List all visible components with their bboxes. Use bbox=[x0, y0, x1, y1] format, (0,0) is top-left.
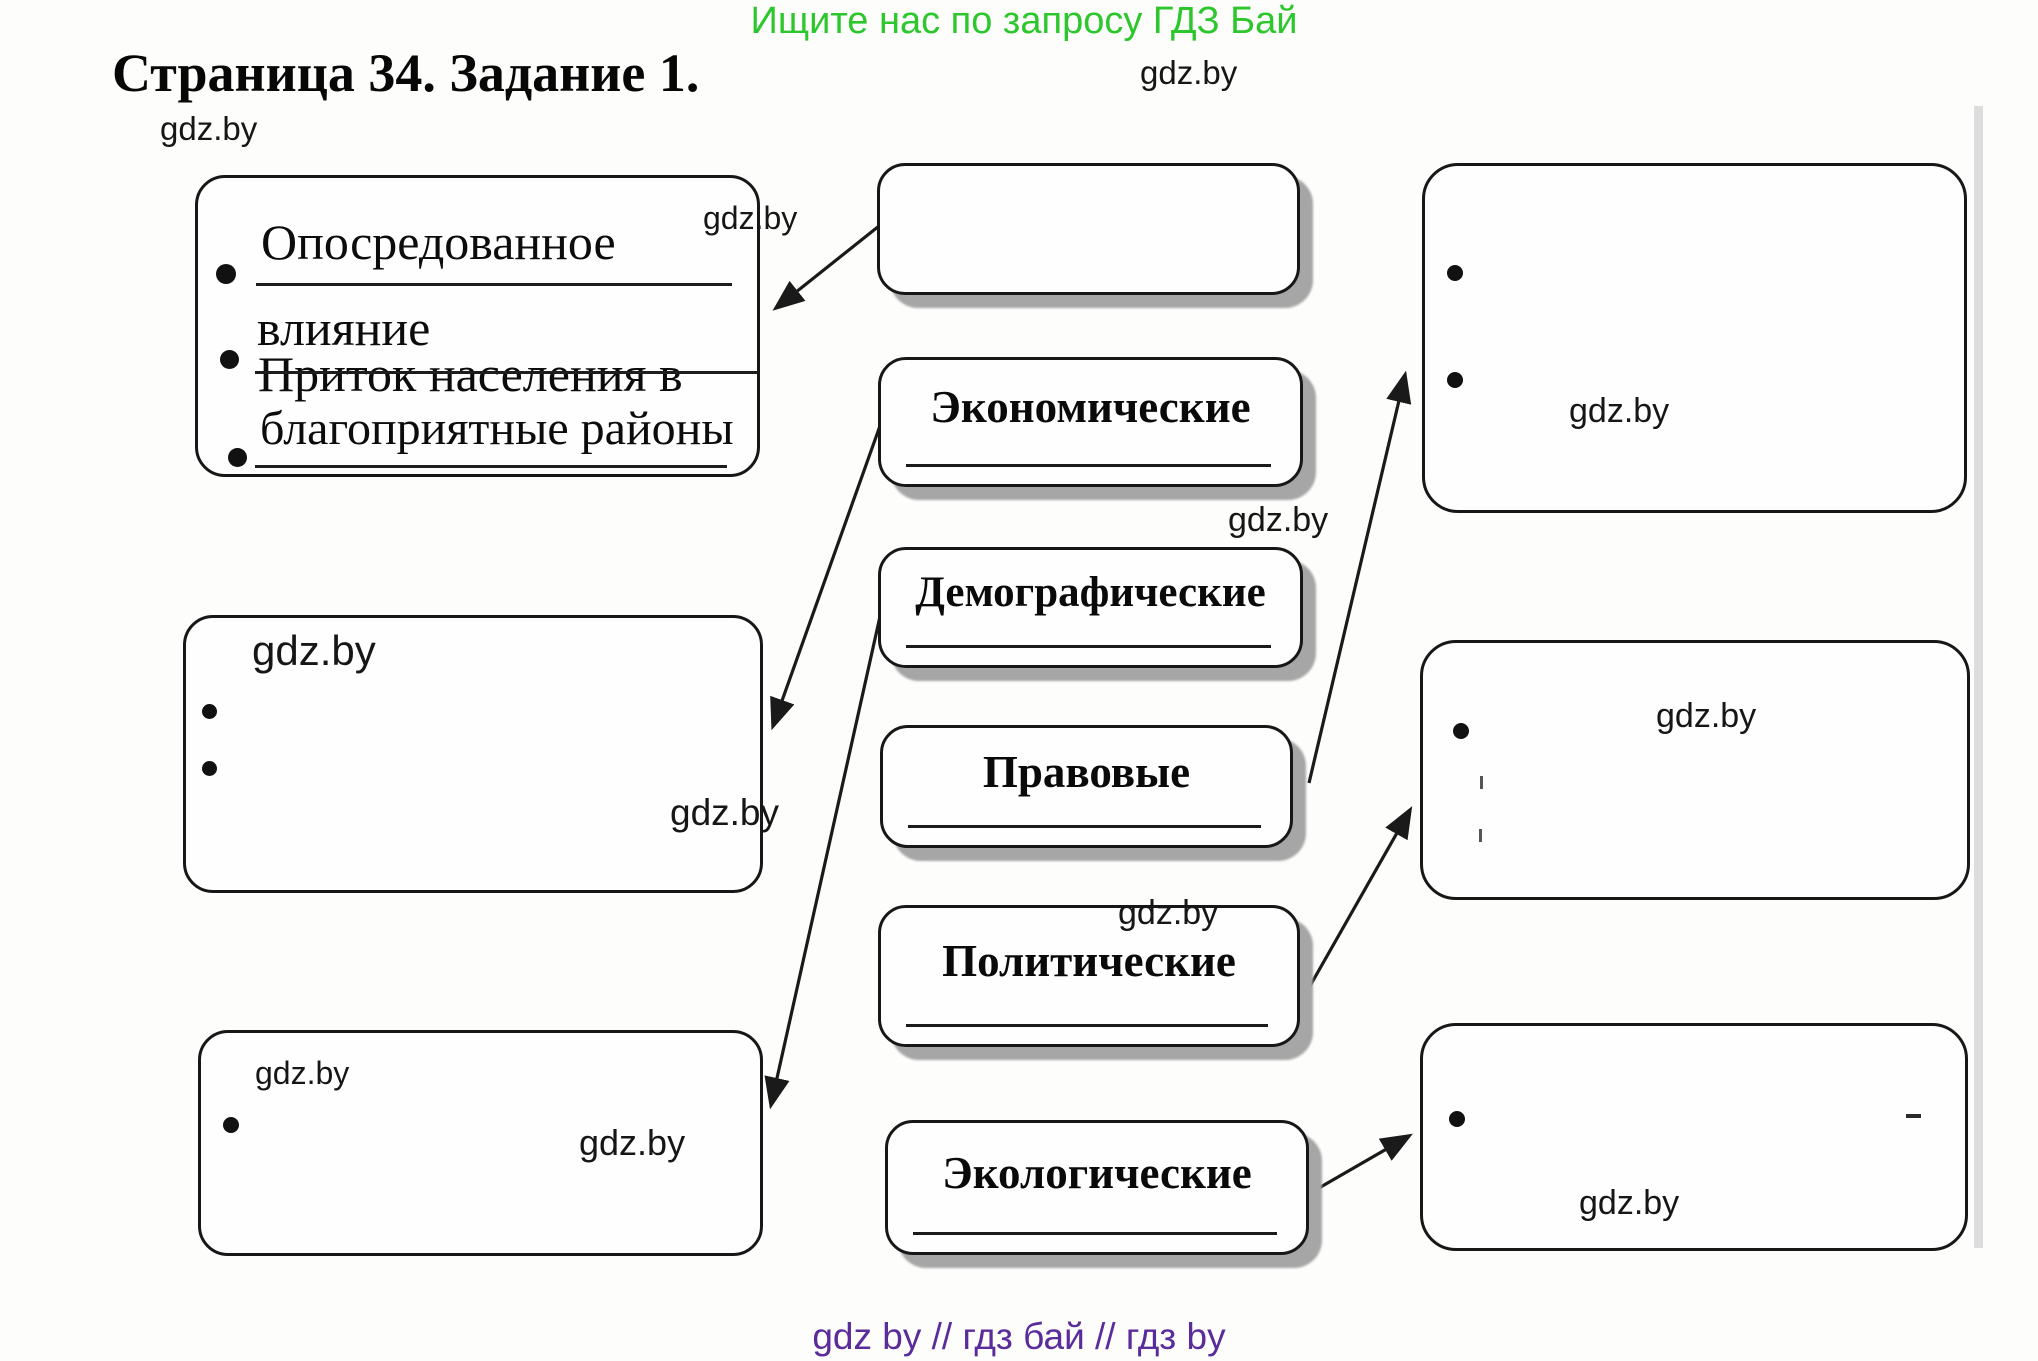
bullet-marker bbox=[220, 350, 239, 369]
stray-pen-mark bbox=[1479, 829, 1482, 842]
middle-right-answer-box: gdz.by bbox=[1420, 640, 1970, 900]
bullet-marker bbox=[1453, 723, 1469, 739]
factor-blank-line bbox=[908, 825, 1261, 828]
arrow-political-to-middle-right-box bbox=[1304, 806, 1413, 994]
answer-favorable-districts: благоприятные районы bbox=[260, 402, 734, 455]
page-title: Страница 34. Задание 1. bbox=[112, 43, 700, 103]
watermark-bottom-left-box: gdz.by bbox=[255, 1055, 350, 1091]
factor-blank-line bbox=[906, 1024, 1268, 1027]
bullet-marker bbox=[223, 1117, 239, 1133]
watermark-below-economic: gdz.by bbox=[1228, 501, 1329, 539]
watermark-under-title: gdz.by bbox=[160, 110, 258, 147]
bullet-marker bbox=[202, 761, 217, 776]
watermark-bottom-right-box: gdz.by bbox=[1579, 1184, 1680, 1222]
factor-box-ecological: Экологические bbox=[885, 1120, 1309, 1255]
arrow-economic-to-middle-left-box bbox=[770, 422, 883, 731]
factor-box-empty bbox=[877, 163, 1300, 295]
promo-banner: Ищите нас по запросу ГДЗ Бай bbox=[750, 0, 1298, 42]
answer-blank-rule bbox=[256, 283, 732, 286]
factor-label-ecological: Экологические bbox=[942, 1147, 1252, 1198]
factor-box-legal: Правовые bbox=[880, 725, 1293, 848]
watermark-middle-left-box: gdz.by bbox=[252, 627, 376, 674]
factor-box-demographic: Демографические bbox=[878, 547, 1303, 668]
factor-label-demographic: Демографические bbox=[915, 569, 1266, 616]
factor-label-economic: Экономические bbox=[930, 382, 1251, 432]
factor-blank-line bbox=[913, 1232, 1277, 1235]
answer-struck-text: Приток населения в bbox=[258, 346, 683, 402]
arrow-legal-to-top-right-box bbox=[1307, 370, 1412, 784]
middle-left-answer-box: gdz.by gdz.by bbox=[183, 615, 779, 893]
arrow-ecological-to-bottom-right-box bbox=[1311, 1133, 1413, 1194]
watermark-top-right-box: gdz.by bbox=[1569, 392, 1670, 430]
bullet-marker bbox=[1447, 372, 1463, 388]
top-right-answer-box: gdz.by bbox=[1422, 163, 1967, 513]
answer-indirect-word1: Опосредованное bbox=[261, 214, 616, 270]
bottom-left-answer-box: gdz.by gdz.by bbox=[198, 1030, 763, 1256]
factor-label-political: Политические bbox=[942, 936, 1236, 986]
arrow-topfactor-to-influence-box bbox=[772, 224, 880, 311]
scan-page-edge bbox=[1974, 106, 1983, 1248]
watermark-top-center: gdz.by bbox=[1140, 54, 1238, 91]
footer-watermark-line: gdz by // гдз бай // гдз by bbox=[812, 1316, 1226, 1357]
factor-label-empty bbox=[880, 166, 1297, 292]
influence-answers-box: gdz.by Опосредованное влияние Приток нас… bbox=[195, 175, 797, 477]
bottom-right-answer-box: gdz.by bbox=[1420, 1023, 1968, 1251]
answer-indirect-word2: влияние bbox=[257, 300, 431, 356]
arrow-demographic-to-bottom-left-box bbox=[764, 611, 883, 1110]
factor-box-economic: Экономические bbox=[878, 357, 1303, 487]
bullet-marker bbox=[202, 704, 217, 719]
watermark-influence-box: gdz.by bbox=[703, 200, 798, 236]
factor-blank-line bbox=[906, 645, 1271, 648]
factor-box-political: Политические bbox=[878, 905, 1300, 1047]
bullet-marker bbox=[1449, 1111, 1465, 1127]
answer-blank-rule bbox=[255, 465, 727, 468]
watermark-middle-left-box-right: gdz.by bbox=[670, 792, 780, 833]
stray-pen-mark bbox=[1906, 1114, 1921, 1118]
watermark-middle-right-box: gdz.by bbox=[1656, 697, 1757, 735]
watermark-bottom-left-box-right: gdz.by bbox=[579, 1122, 686, 1163]
bullet-marker bbox=[1447, 265, 1463, 281]
bullet-marker bbox=[216, 264, 236, 284]
bullet-marker bbox=[228, 448, 247, 467]
strikethrough-rule bbox=[255, 371, 757, 374]
factor-label-legal: Правовые bbox=[982, 746, 1191, 797]
watermark-above-political: gdz.by bbox=[1118, 894, 1219, 932]
factor-blank-line bbox=[906, 464, 1271, 467]
stray-pen-mark bbox=[1480, 776, 1483, 789]
